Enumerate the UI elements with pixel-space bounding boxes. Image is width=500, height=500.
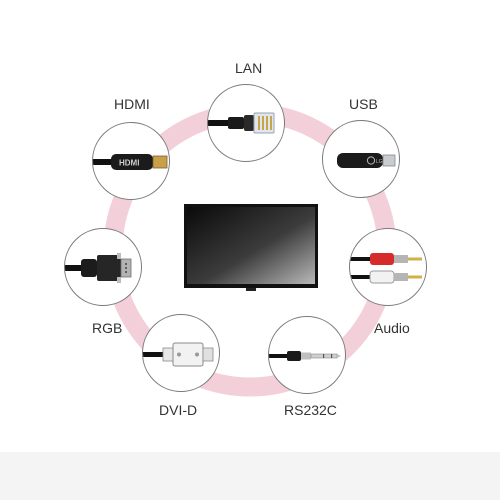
dvid-label: DVI-D <box>159 402 198 418</box>
rs232c-node <box>268 316 346 394</box>
hdmi-cable-icon: HDMI <box>93 154 168 170</box>
audio-label: Audio <box>374 320 410 336</box>
rgb-node <box>64 228 142 306</box>
jack-plug-icon <box>269 351 341 361</box>
rca-audio-cable-icon <box>350 253 422 284</box>
hdmi-logo-text: HDMI <box>119 159 139 168</box>
monitor-display-icon <box>184 204 318 291</box>
audio-node <box>349 228 427 306</box>
dvid-node <box>142 314 220 392</box>
usb-label: USB <box>349 96 378 112</box>
vga-connector-icon <box>65 253 132 283</box>
hdmi-node: HDMI <box>92 122 170 200</box>
lan-cable-icon <box>208 112 275 134</box>
usb-stick-icon: LG <box>337 153 396 168</box>
rgb-label: RGB <box>92 320 123 336</box>
lan-label: LAN <box>235 60 263 76</box>
rs232c-label: RS232C <box>284 402 337 418</box>
lan-node <box>207 84 285 162</box>
usb-logo-text: LG <box>376 159 383 165</box>
dvi-connector-icon <box>143 342 214 367</box>
hdmi-label: HDMI <box>114 96 150 112</box>
bottom-band <box>0 452 500 500</box>
usb-node: LG <box>322 120 400 198</box>
